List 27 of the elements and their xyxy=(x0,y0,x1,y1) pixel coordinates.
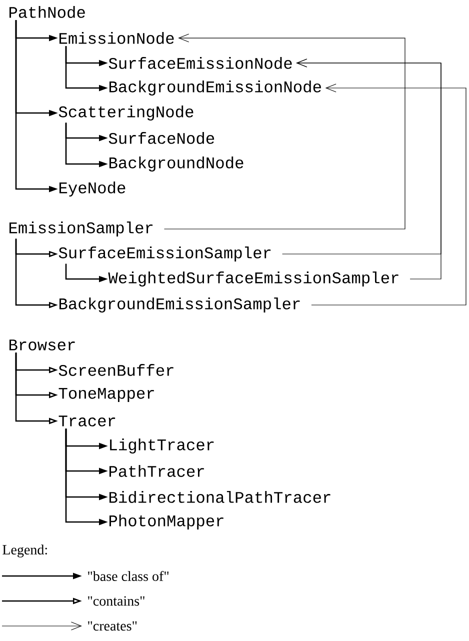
class-name: BackgroundNode xyxy=(109,156,244,172)
class-name: PhotonMapper xyxy=(109,514,224,530)
class-name: SurfaceNode xyxy=(108,132,214,144)
class-name: ScreenBuffer xyxy=(58,364,174,376)
class-name: BackgroundEmissionNode xyxy=(109,80,321,96)
class-name: ToneMapper xyxy=(58,388,154,402)
creates-arrow xyxy=(296,58,442,280)
legend-heading: Legend: xyxy=(2,544,47,558)
class-name: PathTracer xyxy=(109,465,204,477)
class-name: EyeNode xyxy=(59,181,126,197)
class-name: PathNode xyxy=(9,6,85,18)
class-name: BackgroundEmissionSampler xyxy=(59,297,300,313)
class-name: SurfaceEmissionNode xyxy=(108,57,292,69)
legend-text: "creates" xyxy=(88,621,137,631)
creates-arrow xyxy=(311,84,466,306)
legend-text: "base class of" xyxy=(88,571,168,581)
class-name: LightTracer xyxy=(110,438,214,454)
class-name: ScatteringNode xyxy=(58,105,194,121)
legend-text: "contains" xyxy=(88,596,144,606)
class-name: EmissionNode xyxy=(59,32,174,44)
class-name: SurfaceEmissionSampler xyxy=(58,246,271,262)
class-name: EmissionSampler xyxy=(9,221,153,237)
creates-arrow xyxy=(164,34,406,230)
class-name: Browser xyxy=(9,340,75,350)
class-name: WeightedSurfaceEmissionSampler xyxy=(108,271,398,287)
class-name: Tracer xyxy=(58,416,116,426)
class-name: BidirectionalPathTracer xyxy=(109,491,330,503)
